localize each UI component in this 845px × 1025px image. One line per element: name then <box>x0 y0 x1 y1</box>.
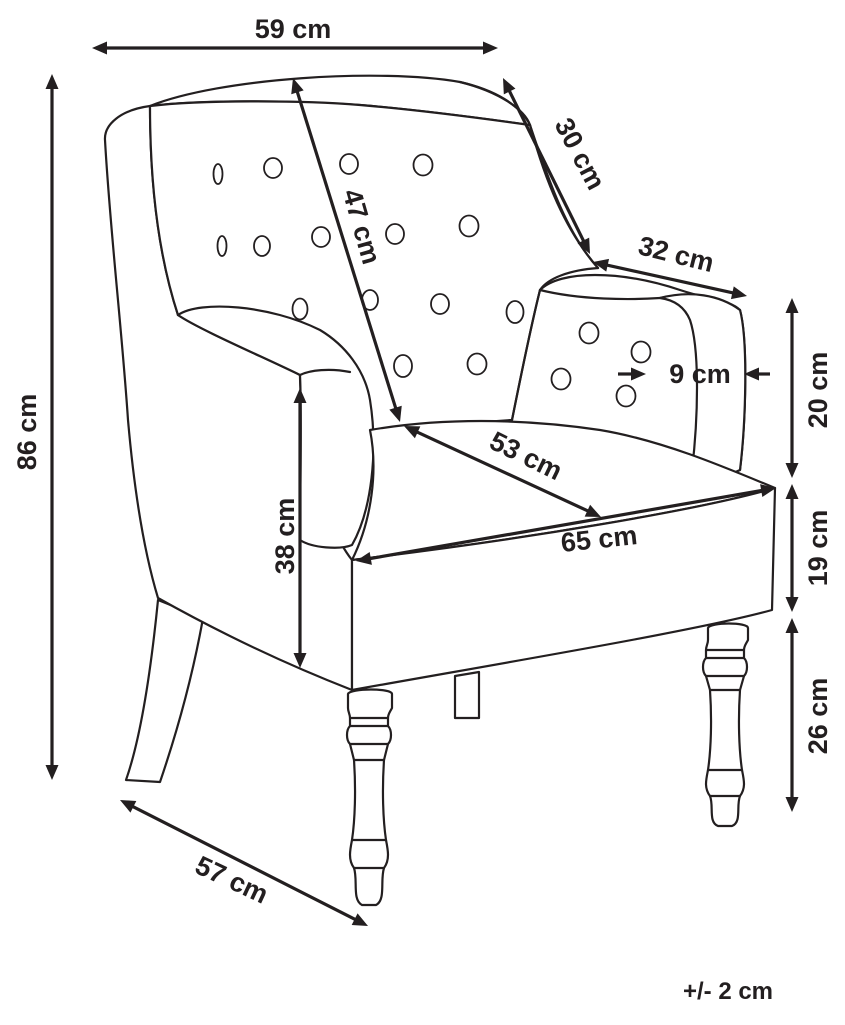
dim-armrest-length-arrow-end <box>730 286 747 300</box>
dim-depth-bottom <box>130 804 358 922</box>
dim-seat-width-arrow-start <box>356 552 372 565</box>
label-armrest-height: 20 cm <box>803 352 833 429</box>
dim-arm-side-height-arrow-end <box>293 653 307 668</box>
dim-backrest-depth <box>507 88 586 244</box>
dim-seat-width-arrow-end <box>760 484 776 497</box>
dim-backrest-depth-arrow-end <box>577 237 590 254</box>
label-height-total: 86 cm <box>12 394 42 471</box>
dim-leg-height-arrow-start <box>785 618 799 633</box>
label-armrest-width: 9 cm <box>669 359 731 389</box>
dim-backrest-height-arrow-end <box>389 405 402 422</box>
dim-armrest-length-arrow-start <box>593 258 610 272</box>
dimension-lines <box>45 41 799 926</box>
dim-seat-depth <box>415 429 590 514</box>
tolerance-note: +/- 2 cm <box>683 978 773 1005</box>
dim-depth-bottom-arrow-end <box>351 913 368 926</box>
dim-width-top-arrow-start <box>92 41 107 55</box>
backrest-tufting-buttons <box>212 153 525 378</box>
seat-front <box>350 486 777 692</box>
dim-armrest-height-arrow-start <box>785 298 799 313</box>
dim-width-top-arrow-end <box>483 41 498 55</box>
back-left-leg <box>124 598 205 784</box>
dim-backrest-depth-arrow-start <box>503 78 516 95</box>
dim-armrest-width-right-arrow-end <box>744 367 759 381</box>
front-left-leg <box>345 688 394 907</box>
label-width-top: 59 cm <box>255 14 332 44</box>
dim-backrest-height <box>295 89 398 411</box>
armchair-drawing <box>103 74 777 907</box>
label-arm-side-height: 38 cm <box>270 498 300 575</box>
dimension-labels: 59 cm 86 cm 30 cm 47 cm 32 cm 9 cm 20 cm… <box>12 14 833 1005</box>
dim-armrest-length <box>605 263 735 295</box>
dim-seat-width <box>368 488 764 561</box>
label-backrest-depth: 30 cm <box>549 113 611 195</box>
dim-seat-depth-arrow-end <box>584 504 601 517</box>
dim-seat-depth-arrow-start <box>404 426 421 439</box>
back-center-leg <box>453 670 481 720</box>
label-depth-bottom: 57 cm <box>191 850 273 910</box>
dim-leg-height-arrow-end <box>785 797 799 812</box>
label-seat-cushion-height: 19 cm <box>803 510 833 587</box>
dim-height-total-arrow-start <box>45 74 59 89</box>
dim-armrest-height-arrow-end <box>785 463 799 478</box>
dim-seat-cushion-height-arrow-end <box>785 597 799 612</box>
armrest-tufting-buttons <box>550 321 652 408</box>
dim-armrest-width-left-arrow-end <box>631 367 646 381</box>
dim-seat-cushion-height-arrow-start <box>785 484 799 499</box>
dim-backrest-height-arrow-start <box>291 78 304 95</box>
dim-depth-bottom-arrow-start <box>120 800 137 813</box>
dim-height-total-arrow-end <box>45 765 59 780</box>
label-armrest-length: 32 cm <box>635 230 717 278</box>
dim-arm-side-height-arrow-start <box>293 388 307 403</box>
label-leg-height: 26 cm <box>803 678 833 755</box>
